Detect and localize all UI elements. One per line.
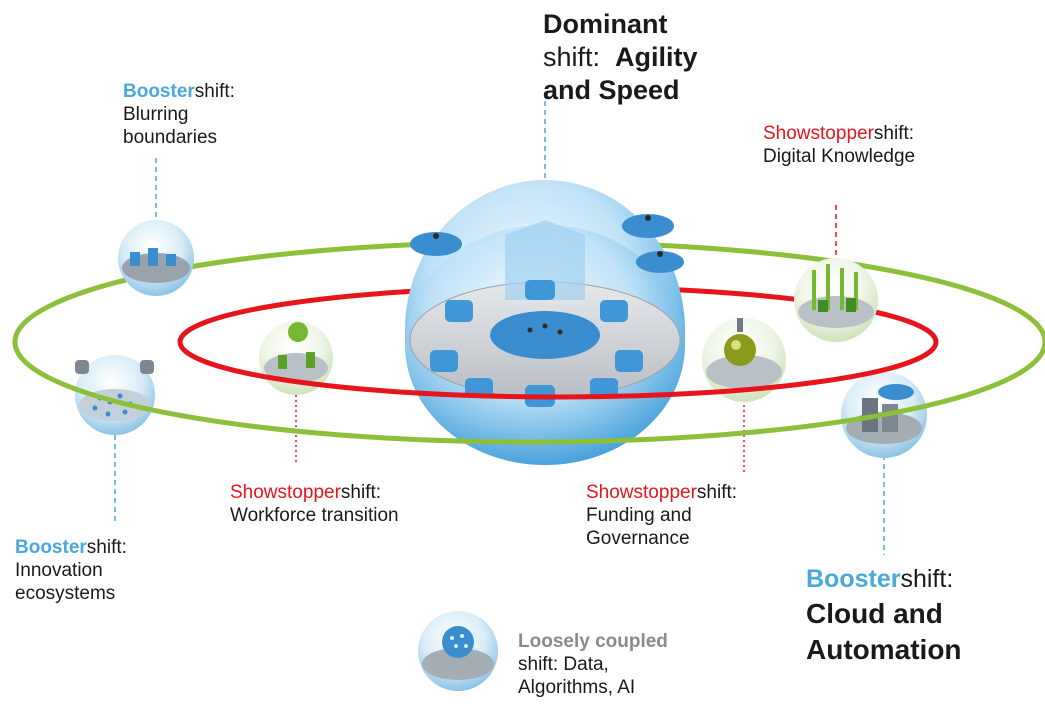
showstopper-digital-label: Showstoppershift: Digital Knowledge <box>763 122 915 168</box>
data-ai-sphere-icon <box>418 611 498 691</box>
booster-innovation-line2: ecosystems <box>15 583 116 605</box>
booster-blurring-shift-word: shift: <box>194 81 235 102</box>
booster-cloud-line2: Automation <box>806 633 962 665</box>
showstopper-digital-line1: Digital Knowledge <box>763 146 916 168</box>
showstopper-workforce-tag: Showstopper <box>230 482 341 503</box>
booster-innovation-tag: Booster <box>15 537 87 558</box>
showstopper-funding-shift-word: shift: <box>696 482 738 503</box>
loosely-coupled-label: Loosely coupled shift: Data, Algorithms,… <box>518 630 668 700</box>
booster-blurring-line1: Blurring <box>123 104 189 126</box>
booster-innovation-line1: Innovation <box>15 560 103 582</box>
dominant-shift-word: shift: <box>543 41 601 72</box>
loosely-coupled-line1: shift: Data, <box>518 654 609 676</box>
loosely-coupled-tag: Loosely coupled <box>518 631 668 652</box>
showstopper-workforce-shift-word: shift: <box>340 482 382 503</box>
dominant-title-line2: and Speed <box>543 74 680 105</box>
dominant-tag: Dominant <box>543 9 668 39</box>
booster-cloud-tag: Booster <box>806 565 901 593</box>
showstopper-funding-line2: Governance <box>586 528 690 550</box>
booster-cloud-shift-word: shift: <box>900 565 954 593</box>
showstopper-funding-line1: Funding and <box>586 505 692 527</box>
showstopper-funding-label: Showstoppershift: Funding and Governance <box>586 481 737 551</box>
showstopper-digital-shift-word: shift: <box>873 123 915 144</box>
showstopper-funding-tag: Showstopper <box>586 482 697 503</box>
booster-innovation-label: Boostershift: Innovation ecosystems <box>15 536 127 606</box>
booster-blurring-line2: boundaries <box>123 127 218 149</box>
outer-orbit-front <box>12 341 1045 445</box>
showstopper-workforce-label: Showstoppershift: Workforce transition <box>230 481 399 527</box>
showstopper-digital-tag: Showstopper <box>763 123 874 144</box>
central-hub-sphere-icon <box>405 180 685 465</box>
blurring-boundaries-sphere-icon <box>118 220 194 296</box>
funding-sphere-icon <box>702 318 786 402</box>
booster-blurring-label: Boostershift: Blurring boundaries <box>123 80 235 150</box>
loosely-coupled-line2: Algorithms, AI <box>518 677 636 699</box>
digital-knowledge-sphere-icon <box>794 258 878 342</box>
booster-cloud-label: Boostershift: Cloud and Automation <box>806 563 962 668</box>
booster-cloud-line1: Cloud and <box>806 597 943 629</box>
booster-innovation-shift-word: shift: <box>86 537 127 558</box>
showstopper-workforce-line1: Workforce transition <box>230 505 399 527</box>
inner-orbit-front <box>177 341 939 400</box>
dominant-label: Dominant shift: Agility and Speed <box>543 8 698 107</box>
booster-blurring-tag: Booster <box>123 81 195 102</box>
dominant-title-line1: Agility <box>615 41 698 72</box>
